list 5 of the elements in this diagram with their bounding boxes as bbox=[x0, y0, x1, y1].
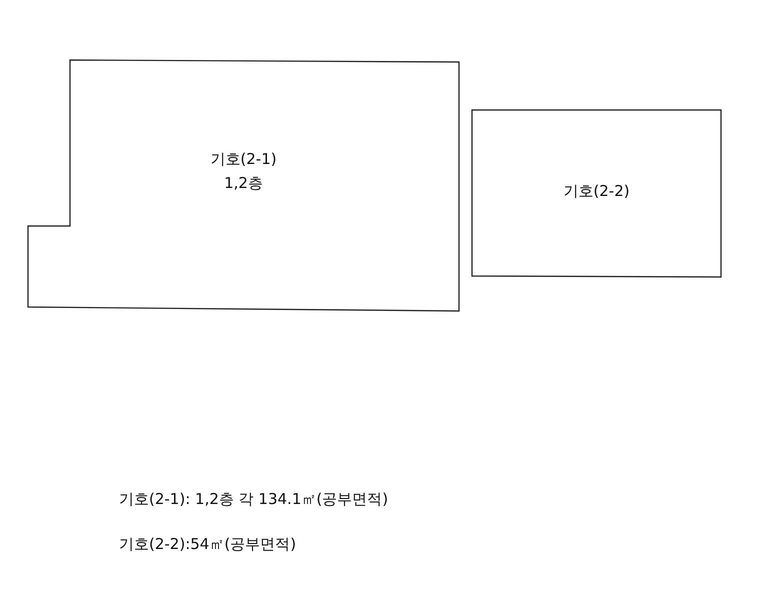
building-label: 기호(2-1) bbox=[209, 150, 278, 169]
floor-label: 1,2층 bbox=[223, 174, 264, 193]
area-note: 기호(2-2):54㎡(공부면적) bbox=[119, 535, 296, 554]
building-label: 기호(2-2) bbox=[562, 182, 631, 201]
area-note: 기호(2-1): 1,2층 각 134.1㎡(공부면적) bbox=[119, 490, 388, 509]
